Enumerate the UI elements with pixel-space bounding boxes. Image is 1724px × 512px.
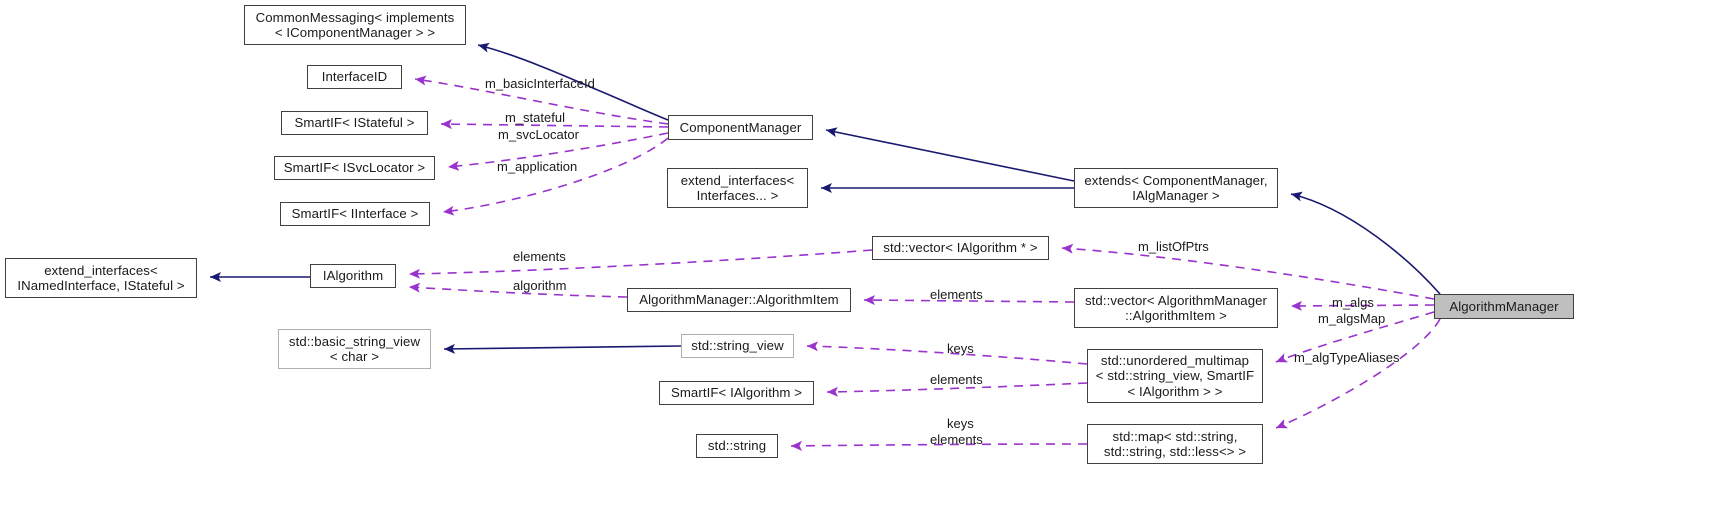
node-common-messaging[interactable]: CommonMessaging< implements < IComponent… [244,5,466,45]
edge-label-elements-vector-pointer: elements [513,249,566,264]
node-vector-ialgorithm-pointer[interactable]: std::vector< IAlgorithm * > [872,236,1049,260]
edge-label-elements-string: elements [930,432,983,447]
node-ialgorithm[interactable]: IAlgorithm [310,264,396,288]
node-basic-string-view[interactable]: std::basic_string_view < char > [278,329,431,369]
node-smartif-istateful[interactable]: SmartIF< IStateful > [281,111,428,135]
edge-label-keys-string-view: keys [947,341,974,356]
node-algorithm-manager[interactable]: AlgorithmManager [1434,294,1574,319]
edge-label-algorithm: algorithm [513,278,567,293]
edge-algmgr-to-extends [1290,191,1441,295]
edge-label-m-algtypealiases: m_algTypeAliases [1294,350,1400,365]
node-extend-interfaces[interactable]: extend_interfaces< Interfaces... > [667,168,808,208]
node-std-string[interactable]: std::string [696,434,778,458]
node-unordered-multimap[interactable]: std::unordered_multimap < std::string_vi… [1087,349,1263,403]
node-smartif-isvclocator[interactable]: SmartIF< ISvcLocator > [274,156,435,180]
edge-label-m-svclocator: m_svcLocator [498,127,579,142]
edge-cm-to-iinterface [442,137,669,216]
edge-label-m-stateful: m_stateful [505,110,565,125]
node-vector-algorithmitem[interactable]: std::vector< AlgorithmManager ::Algorith… [1074,288,1278,328]
node-smartif-iinterface[interactable]: SmartIF< IInterface > [280,202,430,226]
edge-vecptr-to-ialgorithm [408,249,873,279]
node-string-view[interactable]: std::string_view [681,334,794,358]
node-component-manager[interactable]: ComponentManager [668,115,813,140]
edge-extends-to-cm [825,127,1075,182]
edge-label-keys-string: keys [947,416,974,431]
edge-label-elements-smartif: elements [930,372,983,387]
edge-label-m-algs: m_algs [1332,295,1374,310]
node-extends-componentmanager-ialgmanager[interactable]: extends< ComponentManager, IAlgManager > [1074,168,1278,208]
node-extend-interfaces-inamedinterface-istateful[interactable]: extend_interfaces< INamedInterface, ISta… [5,258,197,298]
edge-label-m-listofptrs: m_listOfPtrs [1138,239,1209,254]
edge-label-elements-algorithmitem: elements [930,287,983,302]
node-algorithmmanager-algorithmitem[interactable]: AlgorithmManager::AlgorithmItem [627,288,851,312]
node-interface-id[interactable]: InterfaceID [307,65,402,89]
node-smartif-ialgorithm[interactable]: SmartIF< IAlgorithm > [659,381,814,405]
edge-label-m-application: m_application [497,159,578,174]
edge-label-m-algsmap: m_algsMap [1318,311,1386,326]
edge-label-m-basicinterfaceid: m_basicInterfaceId [485,76,595,91]
edge-stringview-to-basicstringview [443,343,682,354]
node-map-string-string[interactable]: std::map< std::string, std::string, std:… [1087,424,1263,464]
edge-algmgr-to-map [1275,318,1441,429]
